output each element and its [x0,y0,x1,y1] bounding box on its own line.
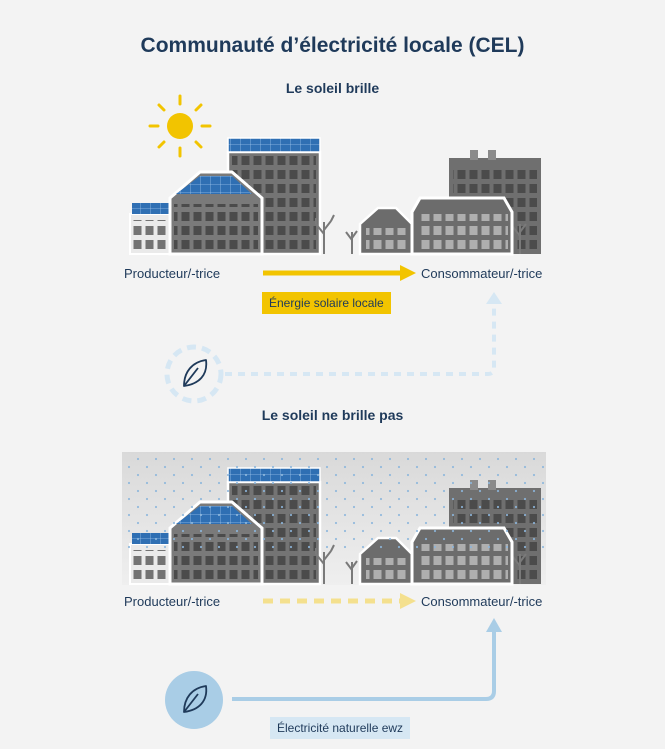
sun-icon [148,94,212,158]
sunny-producer-label: Producteur/-trice [124,266,221,281]
cloudy-heading: Le soleil ne brille pas [261,407,404,423]
grid-supply-arrow [232,618,502,701]
grid-standby-arrowhead [486,292,502,304]
grid-standby-path [225,304,496,376]
rain-drops [122,452,546,552]
cloudy-consumer-label: Consommateur/-trice [421,594,543,609]
leaf-icon [165,671,223,729]
solar-energy-badge: Énergie solaire locale [262,292,391,314]
sunny-neighborhood [128,136,543,256]
grid-electricity-badge: Électricité naturelle ewz [270,717,411,739]
page-title: Communauté d’électricité locale (CEL) [140,34,525,57]
weak-solar-arrow [263,593,416,609]
sunny-consumer-label: Consommateur/-trice [421,266,543,281]
cloudy-producer-label: Producteur/-trice [124,594,221,609]
solar-flow-arrow [263,265,416,281]
sunny-heading: Le soleil brille [285,80,380,96]
leaf-icon-dashed [164,344,224,404]
